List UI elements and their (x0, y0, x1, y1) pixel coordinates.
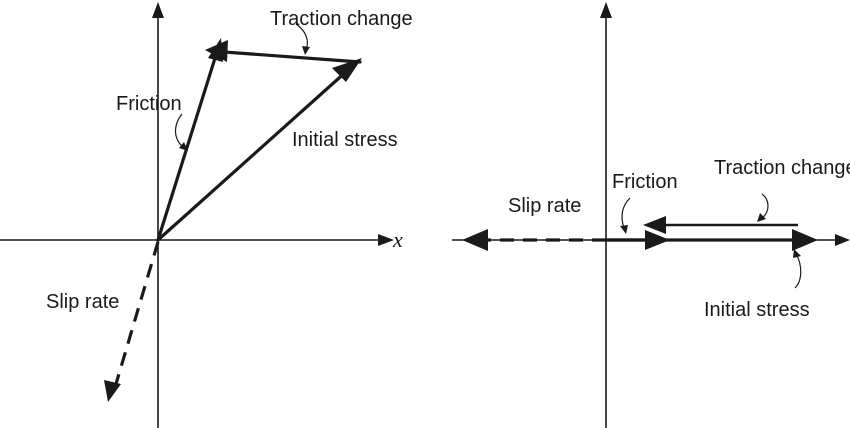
left-x-axis-label: x (392, 227, 403, 252)
left-slip-rate-arrowhead (104, 380, 121, 402)
left-traction-change-label: Traction change (270, 8, 413, 30)
left-initial-stress-label: Initial stress (292, 129, 398, 151)
right-friction-label: Friction (612, 171, 678, 193)
left-x-axis-arrowhead (378, 234, 394, 246)
left-friction-arrowhead (208, 38, 223, 62)
right-slip-rate-arrowhead (462, 229, 488, 251)
right-initial-stress-leader-tip (793, 249, 801, 258)
right-traction-change-label: Traction change (714, 157, 850, 179)
left-friction-label: Friction (116, 93, 182, 115)
right-slip-rate-label: Slip rate (508, 195, 581, 217)
right-initial-stress-label: Initial stress (704, 299, 810, 321)
right-traction-change-arrowhead (643, 216, 666, 234)
left-friction-leader-tip (179, 142, 188, 151)
right-y-axis-arrowhead (600, 2, 612, 18)
left-y-axis-arrowhead (152, 2, 164, 18)
right-friction-leader-tip (620, 225, 628, 234)
left-initial-stress-vector (156, 68, 350, 242)
right-friction-arrowhead (645, 230, 670, 250)
left-slip-rate-label: Slip rate (46, 291, 119, 313)
left-traction-change-vector (222, 50, 362, 64)
right-initial-stress-arrowhead (792, 229, 818, 251)
right-initial-stress-leader (794, 253, 802, 289)
left-panel: x Traction change Friction Initial stres… (0, 2, 413, 428)
right-panel: Friction Traction change Slip rate Initi… (452, 2, 850, 428)
left-traction-change-leader-tip (302, 46, 310, 55)
right-x-axis-arrowhead (835, 234, 850, 246)
right-traction-change-leader-tip (757, 213, 766, 222)
left-friction-leader (174, 113, 185, 149)
left-friction-vector (156, 53, 218, 242)
right-traction-change-leader (761, 193, 769, 219)
right-friction-leader (621, 197, 631, 229)
left-initial-stress-arrowhead (332, 58, 362, 82)
left-slip-rate-vector (114, 241, 160, 385)
